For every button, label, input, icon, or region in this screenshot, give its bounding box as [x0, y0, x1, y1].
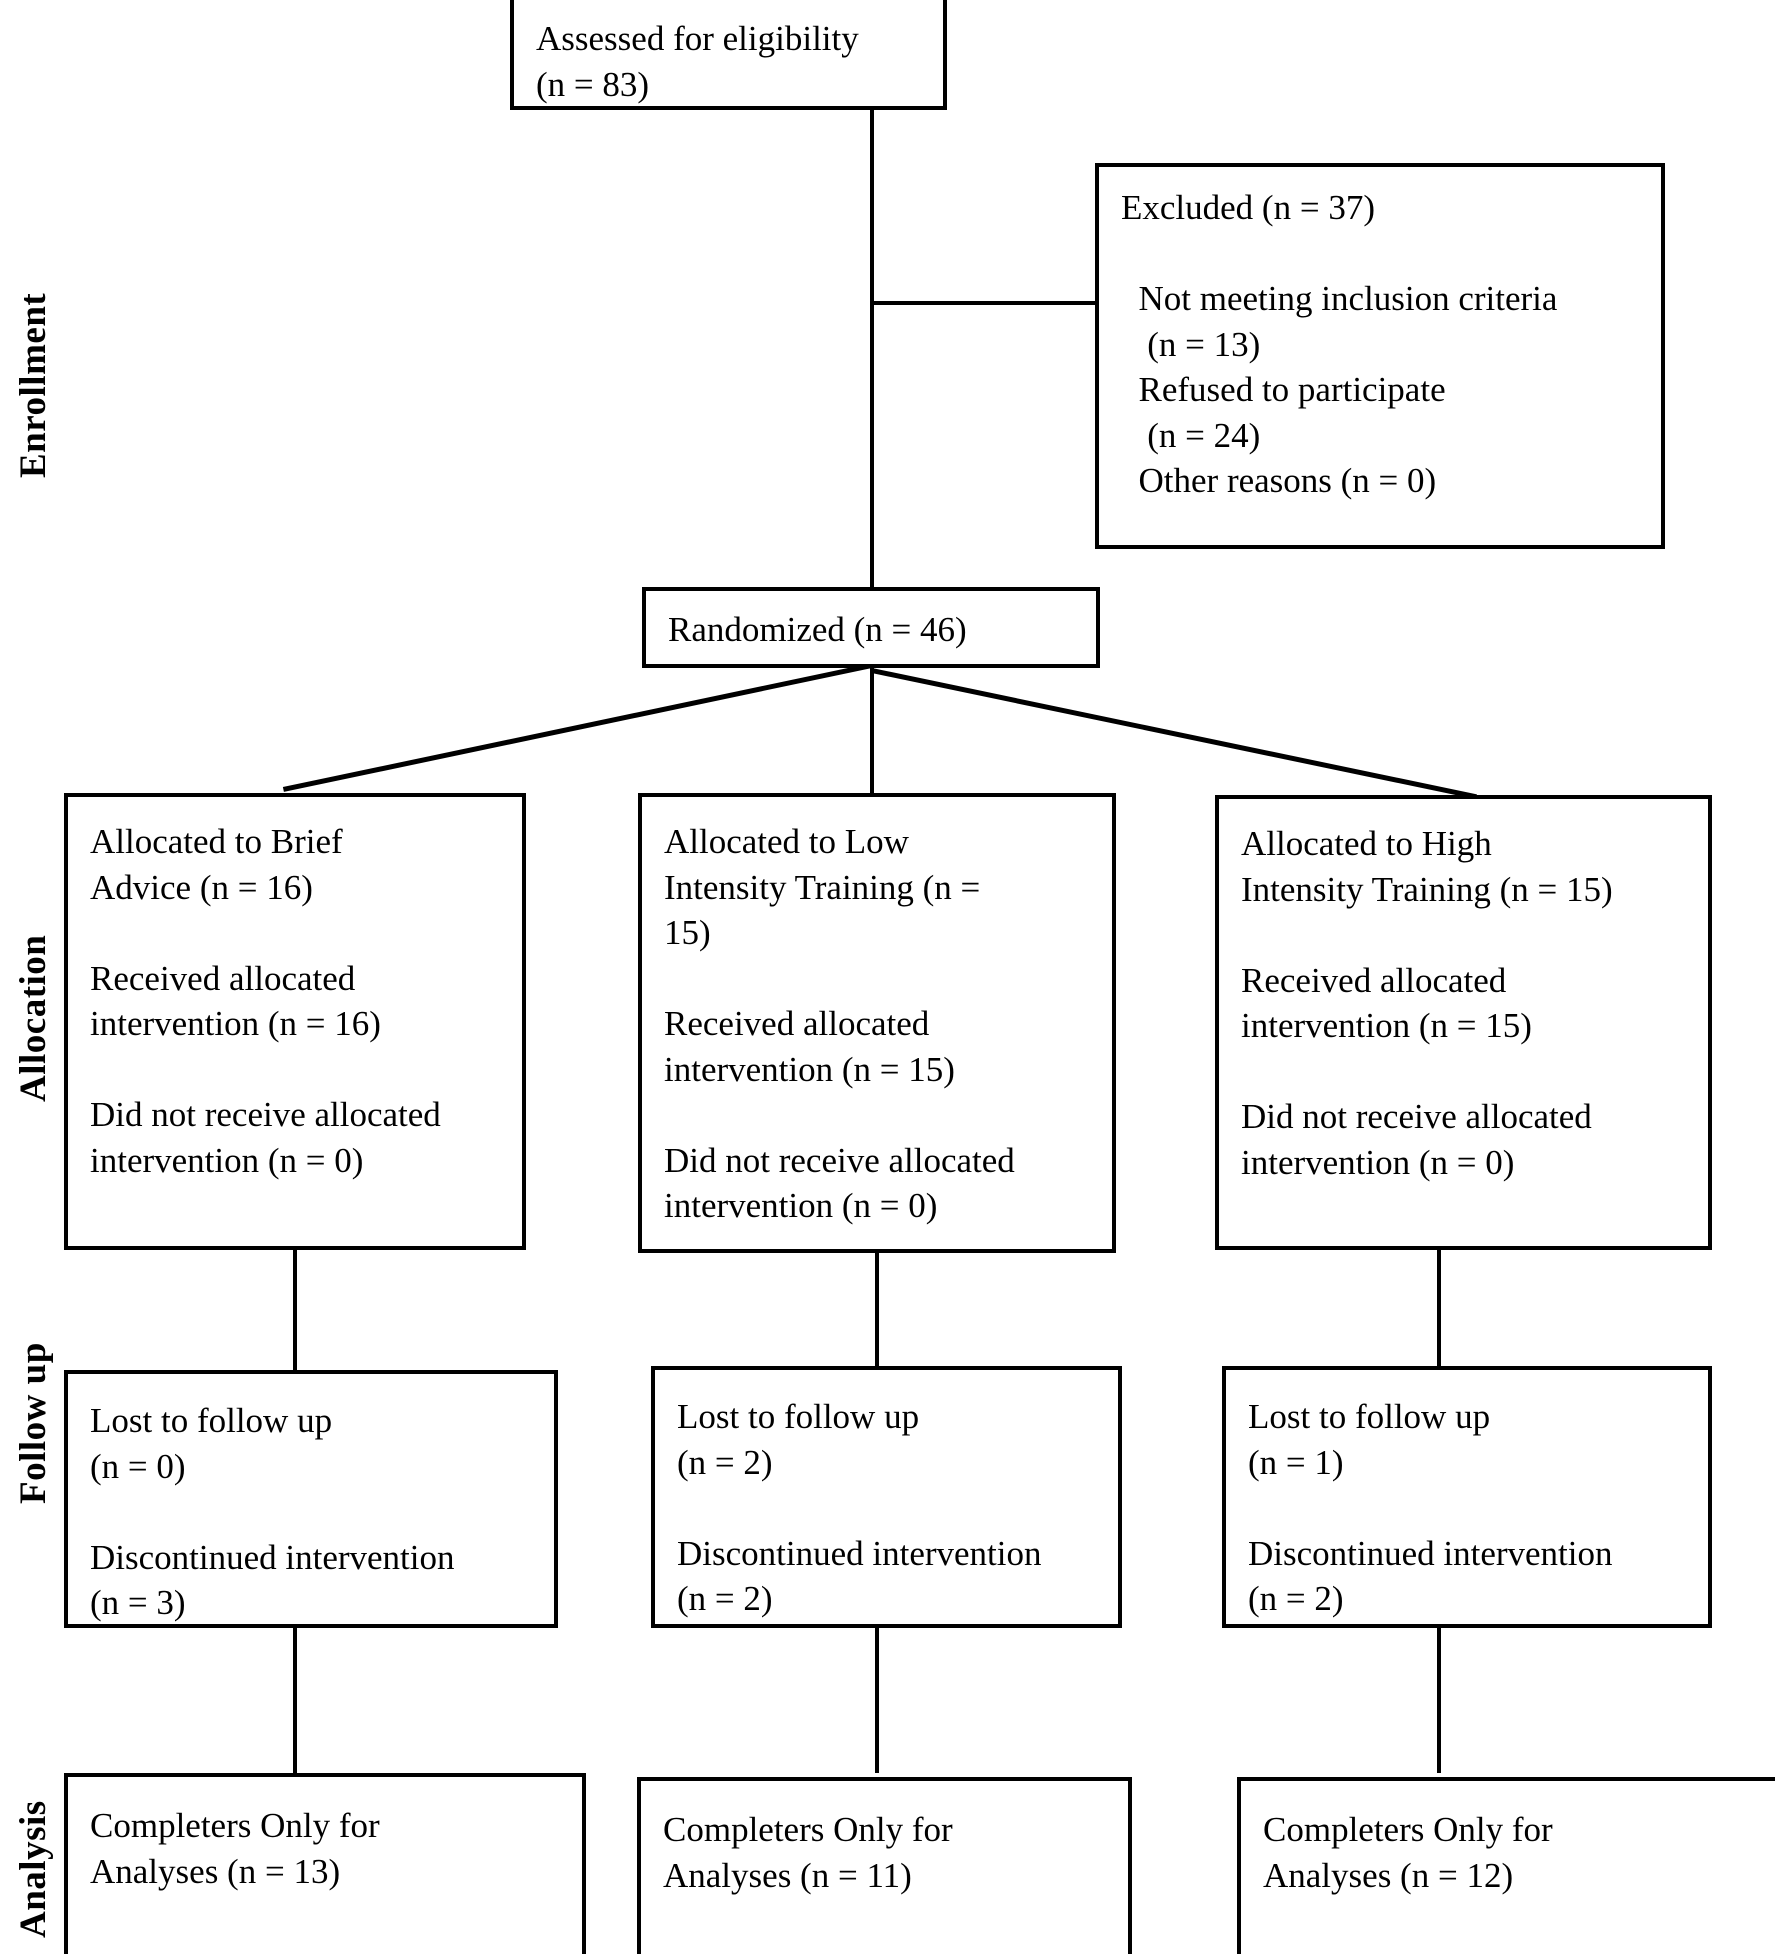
- connector-alloc-left-to-follow-left: [293, 1250, 297, 1372]
- node-analysis-high-intensity-training-text: Completers Only for Analyses (n = 12): [1263, 1810, 1553, 1895]
- node-allocated-low-intensity-training: Allocated to Low Intensity Training (n =…: [638, 793, 1116, 1253]
- connector-randomized-to-right-allocation: [870, 668, 1477, 800]
- node-analysis-brief-advice-text: Completers Only for Analyses (n = 13): [90, 1806, 380, 1891]
- node-analysis-low-intensity-training-text: Completers Only for Analyses (n = 11): [663, 1810, 953, 1895]
- node-allocated-high-intensity-training-text: Allocated to High Intensity Training (n …: [1241, 824, 1613, 1182]
- connector-follow-mid-to-analysis-mid: [875, 1628, 879, 1773]
- node-followup-high-intensity-training: Lost to follow up (n = 1) Discontinued i…: [1222, 1366, 1712, 1628]
- stage-label-enrollment: Enrollment: [13, 292, 54, 478]
- node-followup-low-intensity-training-text: Lost to follow up (n = 2) Discontinued i…: [677, 1397, 1042, 1618]
- connector-follow-right-to-analysis-right: [1437, 1628, 1441, 1773]
- connector-assessed-to-randomized: [870, 108, 874, 590]
- connector-trunk-to-excluded: [870, 301, 1098, 305]
- node-analysis-high-intensity-training: Completers Only for Analyses (n = 12): [1237, 1777, 1775, 1954]
- node-analysis-brief-advice: Completers Only for Analyses (n = 13): [64, 1773, 586, 1954]
- node-allocated-high-intensity-training: Allocated to High Intensity Training (n …: [1215, 795, 1712, 1250]
- node-randomized-text: Randomized (n = 46): [668, 610, 967, 649]
- connector-alloc-mid-to-follow-mid: [875, 1250, 879, 1372]
- connector-alloc-right-to-follow-right: [1437, 1250, 1441, 1372]
- node-allocated-low-intensity-training-text: Allocated to Low Intensity Training (n =…: [664, 822, 1015, 1225]
- node-randomized: Randomized (n = 46): [642, 587, 1100, 668]
- stage-label-allocation: Allocation: [13, 934, 54, 1102]
- node-excluded-text: Excluded (n = 37) Not meeting inclusion …: [1121, 188, 1558, 500]
- stage-label-follow-up: Follow up: [13, 1342, 54, 1504]
- node-followup-low-intensity-training: Lost to follow up (n = 2) Discontinued i…: [651, 1366, 1122, 1628]
- node-assessed-for-eligibility-text: Assessed for eligibility (n = 83): [536, 19, 859, 104]
- connector-randomized-to-mid-allocation: [870, 666, 874, 796]
- node-analysis-low-intensity-training: Completers Only for Analyses (n = 11): [637, 1777, 1132, 1954]
- node-assessed-for-eligibility: Assessed for eligibility (n = 83): [510, 0, 947, 110]
- node-followup-high-intensity-training-text: Lost to follow up (n = 1) Discontinued i…: [1248, 1397, 1613, 1618]
- node-followup-brief-advice: Lost to follow up (n = 0) Discontinued i…: [64, 1370, 558, 1628]
- stage-label-analysis: Analysis: [13, 1800, 54, 1938]
- connector-follow-left-to-analysis-left: [293, 1628, 297, 1773]
- node-allocated-brief-advice-text: Allocated to Brief Advice (n = 16) Recei…: [90, 822, 441, 1180]
- node-allocated-brief-advice: Allocated to Brief Advice (n = 16) Recei…: [64, 793, 526, 1250]
- node-followup-brief-advice-text: Lost to follow up (n = 0) Discontinued i…: [90, 1401, 455, 1622]
- connector-randomized-to-left-allocation: [282, 663, 872, 792]
- node-excluded: Excluded (n = 37) Not meeting inclusion …: [1095, 163, 1665, 549]
